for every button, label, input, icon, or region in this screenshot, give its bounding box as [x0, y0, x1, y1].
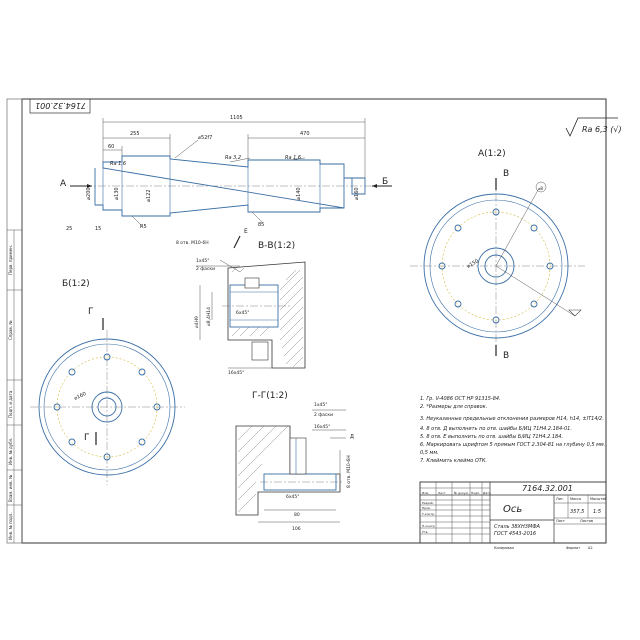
vv-chamfer-2: 2 фаски	[196, 266, 215, 272]
note-6: 6. Маркировать шрифтом 5 прямым ГОСТ 2.3…	[420, 442, 605, 448]
dim-d200: ⌀200	[86, 187, 92, 200]
gg-dim-1: 1х45°	[314, 402, 328, 408]
ra-1-6-left: Ra 1,6	[110, 161, 126, 167]
vv-chamfer-1: 1х45°	[196, 258, 210, 264]
top-drawing-number: 7164.32.001	[35, 101, 86, 110]
note-5: 5. 8 отв. Е выполнить по отв. шайбы Б/ИЦ…	[420, 434, 563, 440]
format-label: Формат	[566, 546, 580, 550]
view-b-flange	[30, 318, 185, 485]
title-material-2: ГОСТ 4543-2016	[494, 531, 536, 537]
hdr-izm: Изм.	[422, 491, 429, 495]
technical-notes: 1. Гр. V-4086 ОСТ НР 91315-84. 2. *Разме…	[420, 396, 605, 464]
sheets-label: Листов	[580, 519, 593, 523]
title-scale: 1:5	[593, 509, 601, 515]
section-gg-detail	[235, 409, 346, 523]
section-gg-title: Г-Г(1:2)	[252, 391, 288, 401]
ra-3-2: Ra 3,2	[225, 155, 241, 161]
dim-255: 255	[130, 131, 140, 137]
hdr-doc: № докум.	[454, 491, 469, 495]
arrow-label-a: А	[60, 179, 67, 189]
dim-15: 15	[95, 226, 101, 232]
dim-85: 85	[258, 222, 264, 228]
role-4: Н.контр.	[422, 524, 435, 528]
dim-d130: ⌀130	[114, 187, 120, 200]
title-mass: 357,5	[570, 509, 584, 515]
side-strip-5: Взам. инв. №	[8, 475, 13, 502]
side-strip-2: Справ. №	[8, 321, 13, 340]
top-number-box	[29, 98, 91, 114]
dim-d140: ⌀140	[296, 187, 302, 200]
dim-d122: ⌀122	[146, 189, 152, 202]
role-3: Т.контр.	[421, 512, 435, 516]
hdr-list: Лист	[438, 491, 446, 495]
gg-dim-7: 106	[292, 526, 301, 532]
title-number: 7164.32.001	[522, 484, 573, 493]
sheet-label: Лист	[556, 519, 565, 523]
hdr-sign: Подп.	[471, 491, 480, 495]
vv-dim-4: 16х45°	[228, 370, 244, 376]
gg-letter-d: Д	[350, 434, 354, 440]
gg-dim-5: 6х45°	[286, 494, 300, 500]
side-strip-3: Подп. и дата	[8, 390, 13, 418]
side-strip-6: Инв. № подл.	[8, 512, 13, 540]
format-value: А2	[588, 546, 593, 550]
dim-25: 25	[66, 226, 72, 232]
section-vv-title: В-В(1:2)	[258, 241, 295, 251]
col-scale: Масштаб	[590, 497, 607, 501]
side-strip-4: Инв. № дубл.	[8, 438, 13, 465]
gg-dim-2: 2 фаски	[314, 412, 333, 418]
side-strip-lines	[7, 229, 22, 506]
view-a-dim-d150: ⌀150	[466, 258, 480, 269]
role-1: Разраб.	[422, 501, 434, 505]
vv-note: 8 отв. М10-6Н	[176, 240, 209, 246]
note-6b: 0,5 мм.	[420, 450, 439, 456]
dim-d160: ⌀160	[354, 187, 360, 200]
side-strip-1: Перв. примен.	[8, 245, 13, 275]
title-block	[419, 481, 607, 544]
view-a-letter-top: В	[503, 169, 509, 179]
note-7: 7. Клеймить клеймо ОТК.	[420, 458, 487, 464]
role-5: Утв.	[422, 530, 428, 534]
hdr-date: Дата	[483, 491, 491, 495]
gg-dim-3: 16х45°	[314, 424, 330, 430]
vv-dim-1: ⌀4Н9	[194, 316, 200, 328]
gg-dim-4: 8 отв. М10-6Н	[346, 455, 352, 488]
view-b-title: Б(1:2)	[62, 279, 90, 289]
gg-dim-6: 80	[294, 512, 300, 518]
view-a-letter-bottom: В	[503, 351, 509, 361]
dim-470: 470	[300, 131, 310, 137]
dim-1105: 1105	[230, 115, 243, 121]
view-a-flange	[410, 178, 585, 356]
title-name: Ось	[503, 504, 522, 515]
view-a-callout: ⌀8	[538, 186, 543, 191]
note-1: 1. Гр. V-4086 ОСТ НР 91315-84.	[420, 396, 501, 402]
note-2: 2. *Размеры для справок.	[420, 404, 487, 410]
view-b-letter-bottom: Г	[84, 433, 90, 443]
col-mass: Масса	[570, 497, 581, 501]
note-4: 4. 8 отв. Д выполнить по отв. шайбы Б/ИЦ…	[420, 426, 572, 432]
section-vv-detail	[196, 235, 306, 369]
vv-dim-2: ⌀8,4Н14	[206, 307, 212, 326]
dim-r5: R5	[140, 224, 147, 230]
roughness-symbol: Ra 6,3 (√)	[565, 117, 622, 137]
vv-dim-3: 6х45°	[236, 310, 250, 316]
view-b-dim: ⌀160	[73, 391, 87, 402]
roughness-text: Ra 6,3 (√)	[582, 125, 622, 134]
col-lit: Лит.	[556, 497, 564, 501]
title-material-1: Сталь 38ХН3МФА	[494, 524, 541, 530]
shaft-main-view	[70, 118, 392, 227]
role-2: Пров.	[422, 506, 431, 510]
left-strip	[6, 98, 23, 544]
dim-taper: ⌀52f7	[198, 135, 212, 141]
ra-1-6-right: Ra 1,6	[285, 155, 301, 161]
view-a-title: А(1:2)	[478, 149, 506, 159]
note-3: 3. Неуказанные предельные отклонения раз…	[420, 416, 604, 422]
arrow-label-b: Б	[382, 177, 388, 187]
dim-60: 60	[108, 144, 114, 150]
vv-letter-e: Е	[244, 228, 248, 235]
view-b-letter-top: Г	[88, 307, 94, 317]
copy-label: Копировал	[494, 546, 514, 550]
